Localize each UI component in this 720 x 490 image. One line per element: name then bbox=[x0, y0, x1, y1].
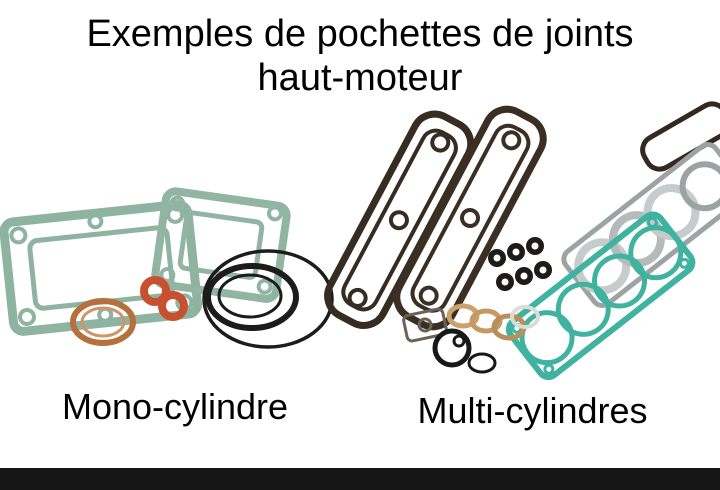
valve-stem-seals bbox=[488, 237, 552, 291]
copper-washers bbox=[446, 303, 540, 341]
page-title: Exemples de pochettes de joints haut-mot… bbox=[0, 12, 720, 100]
base-gasket bbox=[0, 200, 203, 336]
orange-seals bbox=[140, 276, 188, 321]
black-o-rings bbox=[202, 249, 334, 349]
title-line-1: Exemples de pochettes de joints bbox=[86, 13, 634, 55]
head-gasket-teal bbox=[505, 211, 696, 381]
copper-exhaust-ring bbox=[70, 298, 136, 346]
small-carb-gasket bbox=[402, 307, 448, 343]
title-line-2: haut-moteur bbox=[257, 57, 463, 99]
small-black-seals bbox=[432, 328, 497, 374]
bottom-bar bbox=[0, 468, 720, 490]
head-gasket bbox=[151, 187, 291, 303]
mono-cylinder-gasket-kit bbox=[0, 187, 334, 349]
multi-cylinder-gasket-kit bbox=[324, 101, 720, 381]
valve-cover-gasket-2 bbox=[393, 105, 547, 331]
caption-mono-cylinder: Mono-cylindre bbox=[61, 386, 289, 427]
caption-multi-cylinders: Multi-cylindres bbox=[417, 390, 648, 431]
